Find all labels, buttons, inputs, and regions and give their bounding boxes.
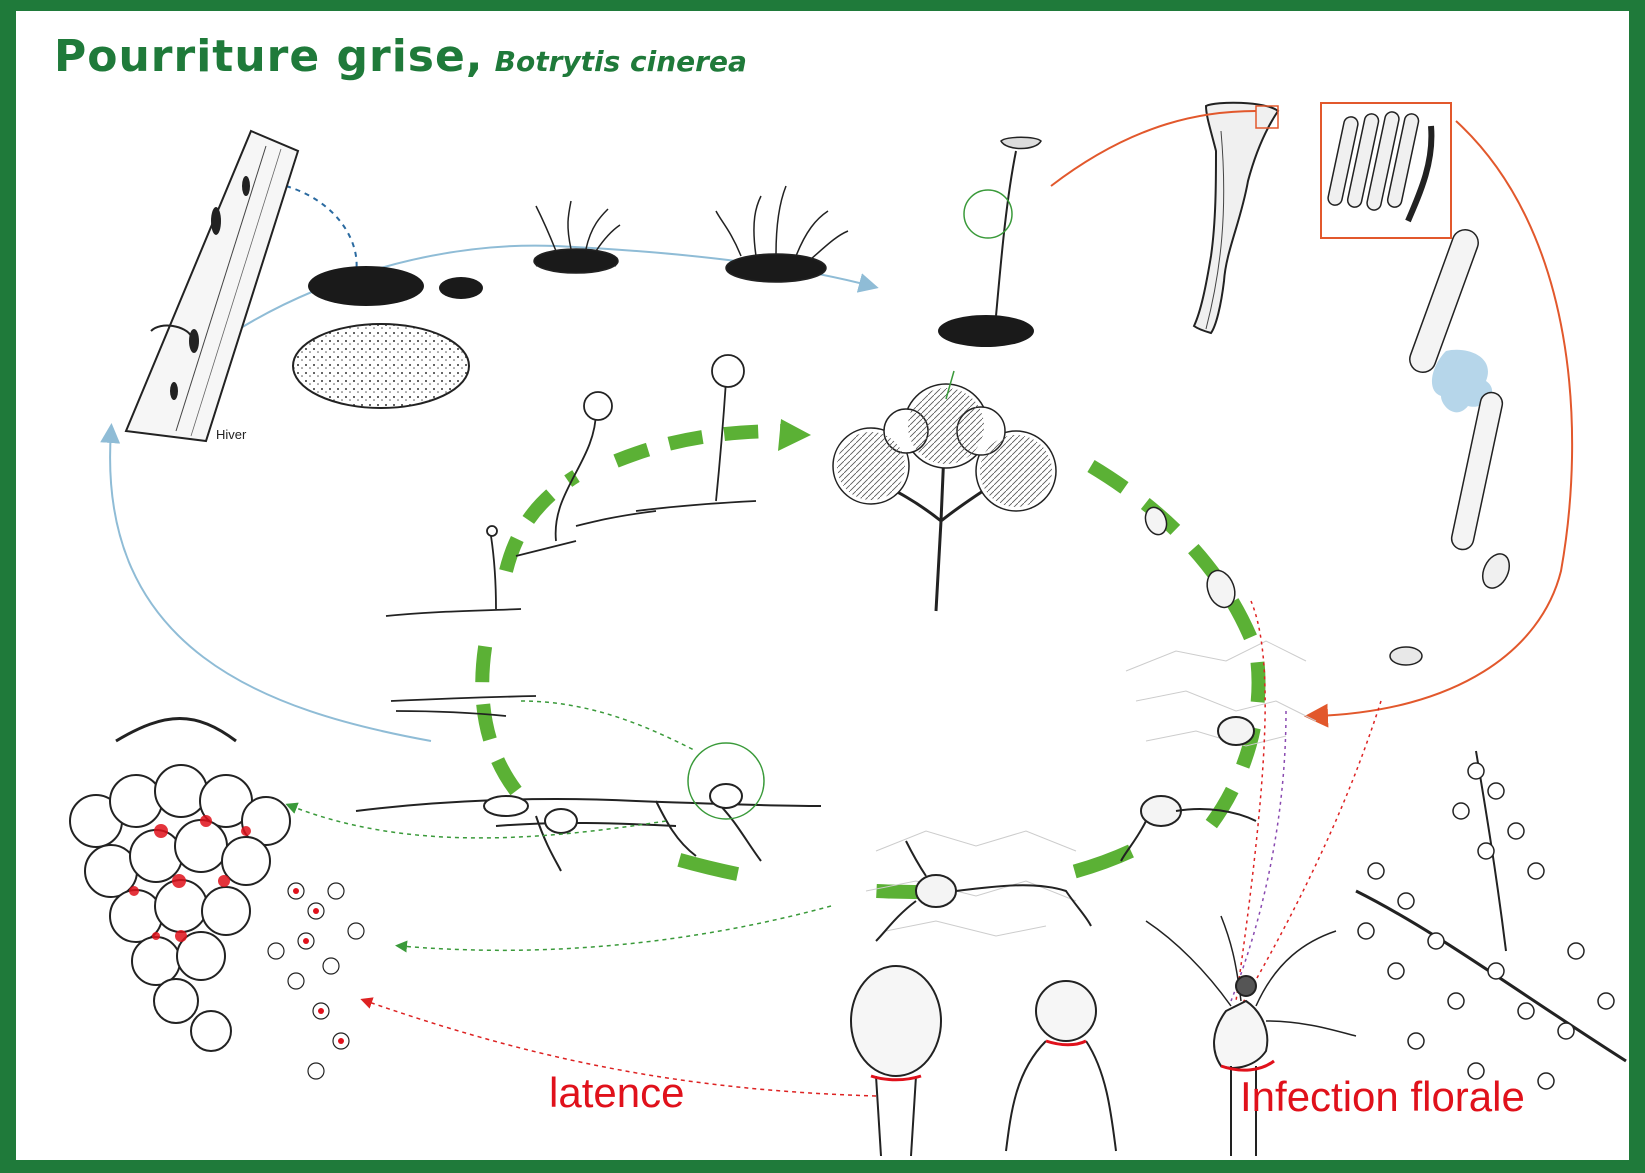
germinating-sclerotium-icon	[534, 186, 848, 282]
ascus-icon	[1321, 103, 1514, 665]
winter-arrow-loop	[110, 431, 431, 741]
winter-cane-icon: Hiver	[126, 131, 298, 442]
inflorescence-icon	[1356, 751, 1626, 1089]
cycle-segment-4	[666, 851, 1131, 892]
cane-to-sclerotium-dotted	[286, 186, 357, 273]
sclerotium-icon	[293, 266, 483, 408]
conidiophore-icon	[833, 371, 1056, 611]
cycle-segment-2	[616, 431, 786, 461]
cycle-arrowhead	[778, 419, 811, 451]
apothecium-icon	[938, 103, 1278, 347]
hyphae-left-icon	[386, 355, 756, 716]
mycelium-icon	[356, 701, 821, 871]
latence-label: latence	[549, 1069, 684, 1116]
cycle-segment-3	[1091, 466, 1259, 831]
grape-bunch-icon	[70, 719, 364, 1080]
conidium-icon	[1142, 504, 1240, 611]
flower-icon	[851, 916, 1356, 1156]
germinating-conidium-icon	[876, 717, 1256, 941]
life-cycle-diagram: Hiver	[16, 11, 1629, 1160]
infection-arrows	[291, 601, 1381, 1096]
diagram-panel: Pourriture grise, Botrytis cinerea	[16, 11, 1629, 1160]
infection-florale-label: Infection florale	[1240, 1073, 1525, 1120]
hiver-label: Hiver	[216, 427, 247, 442]
